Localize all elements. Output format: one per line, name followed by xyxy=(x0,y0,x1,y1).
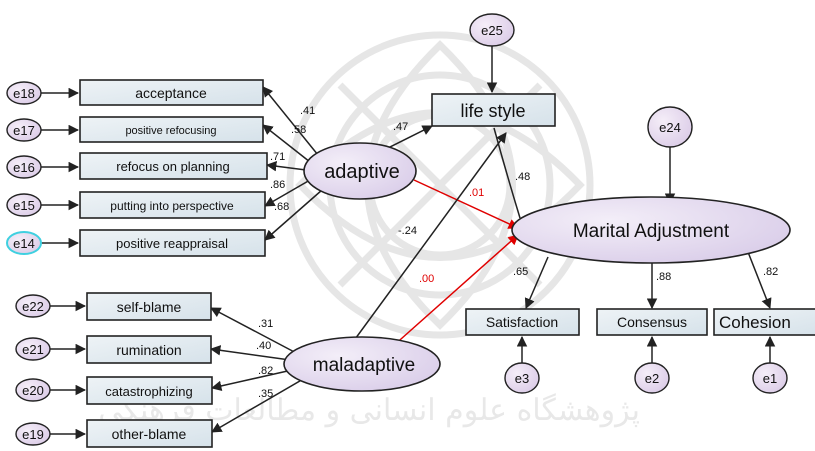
svg-text:catastrophizing: catastrophizing xyxy=(105,384,192,399)
observed-putting-into-perspective: putting into perspective xyxy=(79,191,266,219)
observed-other-blame: other-blame xyxy=(86,419,213,448)
error-e16: e16 xyxy=(6,155,42,179)
coef-positive-refocusing: .58 xyxy=(291,124,306,136)
observed-rumination: rumination xyxy=(86,335,212,364)
svg-text:e14: e14 xyxy=(13,236,35,251)
svg-text:acceptance: acceptance xyxy=(135,85,207,101)
error-e2: e2 xyxy=(634,362,670,394)
error-e22: e22 xyxy=(15,294,51,318)
observed-consensus: Consensus xyxy=(596,308,708,336)
svg-text:e15: e15 xyxy=(13,198,35,213)
error-e24: e24 xyxy=(647,106,693,148)
error-e17: e17 xyxy=(6,118,42,142)
coef-perspective: .86 xyxy=(270,179,285,191)
observed-positive-reappraisal: positive reappraisal xyxy=(79,229,266,257)
coef-maladaptive-marital: .00 xyxy=(419,273,434,285)
svg-text:rumination: rumination xyxy=(116,342,181,358)
observed-life-style: life style xyxy=(431,93,556,127)
svg-text:putting into perspective: putting into perspective xyxy=(110,199,234,213)
observed-cohesion: Cohesion xyxy=(713,308,815,336)
coef-self-blame: .31 xyxy=(258,318,273,330)
svg-text:e20: e20 xyxy=(22,383,44,398)
error-arrows xyxy=(40,46,776,440)
svg-text:e1: e1 xyxy=(763,371,777,386)
svg-text:e25: e25 xyxy=(481,23,503,38)
svg-text:e3: e3 xyxy=(515,371,529,386)
latent-adaptive: adaptive xyxy=(303,142,417,200)
observed-satisfaction: Satisfaction xyxy=(465,308,580,336)
coef-other-blame: .35 xyxy=(258,388,273,400)
svg-text:e16: e16 xyxy=(13,160,35,175)
observed-refocus-on-planning: refocus on planning xyxy=(79,152,268,180)
marital-loadings xyxy=(524,251,772,310)
error-e20: e20 xyxy=(15,378,51,402)
svg-text:other-blame: other-blame xyxy=(112,426,187,442)
coef-satisfaction: .65 xyxy=(513,266,528,278)
svg-text:positive reappraisal: positive reappraisal xyxy=(116,236,228,251)
observed-acceptance: acceptance xyxy=(79,79,264,106)
coef-reappraisal: .68 xyxy=(274,201,289,213)
svg-text:self-blame: self-blame xyxy=(117,299,182,315)
svg-text:e18: e18 xyxy=(13,86,35,101)
error-e15: e15 xyxy=(6,193,42,217)
svg-text:e17: e17 xyxy=(13,123,35,138)
svg-text:life style: life style xyxy=(460,101,525,121)
error-e1: e1 xyxy=(752,362,788,394)
coef-consensus: .88 xyxy=(656,271,671,283)
coef-acceptance: .41 xyxy=(300,105,315,117)
error-e3: e3 xyxy=(504,362,540,394)
observed-self-blame: self-blame xyxy=(86,292,212,321)
svg-text:Satisfaction: Satisfaction xyxy=(486,314,558,330)
error-e19: e19 xyxy=(15,422,51,446)
coef-refocus-planning: .71 xyxy=(270,151,285,163)
maladaptive-loadings xyxy=(209,307,306,433)
error-e14: e14 xyxy=(6,231,42,255)
coef-lifestyle-marital: .48 xyxy=(515,171,530,183)
coef-maladaptive-lifestyle: -.24 xyxy=(398,225,417,237)
latent-maladaptive: maladaptive xyxy=(283,336,441,392)
svg-text:e19: e19 xyxy=(22,427,44,442)
coef-catastrophizing: .82 xyxy=(258,365,273,377)
svg-text:Consensus: Consensus xyxy=(617,314,687,330)
svg-text:Marital Adjustment: Marital Adjustment xyxy=(573,221,730,242)
svg-text:adaptive: adaptive xyxy=(324,161,400,183)
observed-catastrophizing: catastrophizing xyxy=(86,376,213,405)
svg-text:e24: e24 xyxy=(659,120,681,135)
coefficients: .41 .58 .71 .86 .68 .31 .40 .82 .35 .47 … xyxy=(256,105,778,400)
coef-rumination: .40 xyxy=(256,340,271,352)
error-e21: e21 xyxy=(15,337,51,361)
coef-adaptive-lifestyle: .47 xyxy=(393,121,408,133)
coef-cohesion: .82 xyxy=(763,266,778,278)
observed-positive-refocusing: positive refocusing xyxy=(79,116,264,143)
latent-marital-adjustment: Marital Adjustment xyxy=(511,196,791,264)
svg-text:e2: e2 xyxy=(645,371,659,386)
adaptive-loadings xyxy=(262,86,323,241)
svg-text:e22: e22 xyxy=(22,299,44,314)
svg-text:positive refocusing: positive refocusing xyxy=(125,125,216,137)
error-e25: e25 xyxy=(469,13,515,47)
error-e18: e18 xyxy=(6,81,42,105)
svg-text:Cohesion: Cohesion xyxy=(719,313,791,332)
svg-text:e21: e21 xyxy=(22,342,44,357)
svg-text:refocus on planning: refocus on planning xyxy=(116,159,229,174)
coef-adaptive-marital: .01 xyxy=(469,187,484,199)
svg-text:maladaptive: maladaptive xyxy=(313,355,415,376)
